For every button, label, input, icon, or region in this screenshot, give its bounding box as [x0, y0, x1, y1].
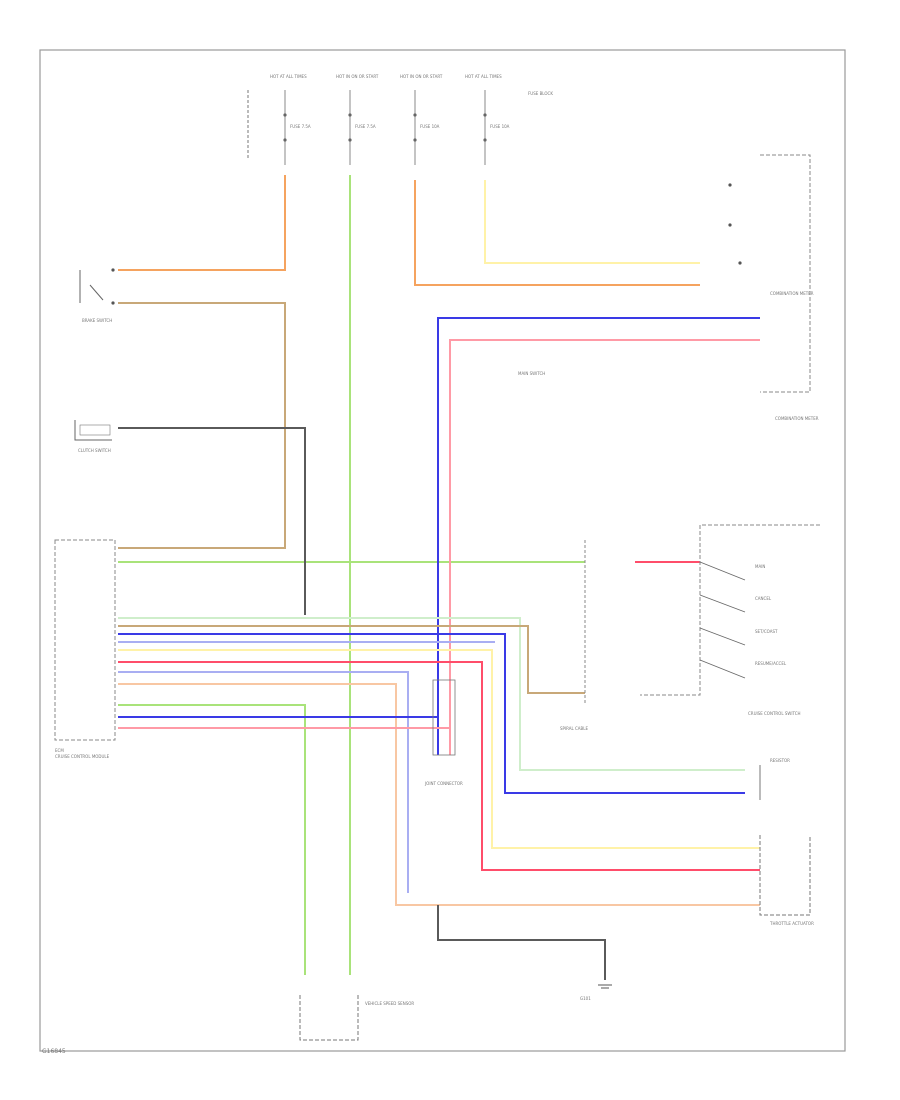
throttle-actuator: THROTTLE ACTUATOR — [759, 835, 814, 926]
svg-text:COMBINATION METER: COMBINATION METER — [775, 416, 819, 421]
svg-text:BRAKE SWITCH: BRAKE SWITCH — [82, 318, 112, 323]
svg-text:FUSE 10A: FUSE 10A — [490, 124, 510, 129]
svg-text:THROTTLE ACTUATOR: THROTTLE ACTUATOR — [769, 921, 814, 926]
fuse-4: FUSE 10A — [483, 90, 510, 165]
diagram-border — [39, 49, 846, 1052]
svg-text:MAIN: MAIN — [755, 564, 765, 569]
wire-ecm-peach — [118, 683, 760, 906]
svg-text:FUSE 10A: FUSE 10A — [420, 124, 440, 129]
wire-gray-clutch — [118, 427, 306, 615]
svg-text:CLUTCH SWITCH: CLUTCH SWITCH — [78, 448, 111, 453]
diagram-code: G16845 — [42, 1048, 66, 1055]
wire-orange-brake — [118, 175, 286, 271]
wire-ground — [437, 905, 606, 980]
wire-yellow-meter — [484, 180, 700, 264]
svg-text:RESUME/ACCEL: RESUME/ACCEL — [755, 661, 787, 666]
svg-text:ECM: ECM — [55, 748, 64, 753]
svg-text:FUSE 7.5A: FUSE 7.5A — [290, 124, 311, 129]
wire-ecm-lightgreen — [118, 617, 745, 771]
svg-text:FUSE 7.5A: FUSE 7.5A — [355, 124, 376, 129]
svg-text:COMBINATION METER: COMBINATION METER — [770, 291, 814, 296]
svg-text:SPIRAL CABLE: SPIRAL CABLE — [560, 726, 588, 731]
clutch-switch: CLUTCH SWITCH — [74, 420, 112, 453]
combination-meter: COMBINATION METER COMBINATION METER — [728, 154, 819, 421]
svg-text:CANCEL: CANCEL — [755, 596, 772, 601]
fuse-1: FUSE 7.5A — [283, 90, 311, 165]
wire-pink-meter — [449, 339, 760, 755]
svg-text:CRUISE CONTROL SWITCH: CRUISE CONTROL SWITCH — [748, 711, 801, 716]
wire-ecm-red — [118, 661, 760, 871]
fuse-block-label: FUSE BLOCK — [528, 91, 553, 96]
svg-text:SET/COAST: SET/COAST — [755, 629, 778, 634]
wire-orange-meter — [414, 180, 700, 286]
wire-ecm-tan — [118, 625, 585, 694]
fuse-2: FUSE 7.5A — [348, 90, 376, 165]
speed-sensor: VEHICLE SPEED SENSOR — [299, 995, 414, 1041]
wire-tan-brake-ecm — [118, 302, 286, 549]
svg-text:G101: G101 — [580, 996, 591, 1001]
fuse-3: FUSE 10A — [413, 90, 440, 165]
fuse-header-4: HOT AT ALL TIMES — [465, 74, 502, 79]
ground-symbol: G101 — [580, 984, 612, 1001]
joint-connector: JOINT CONNECTOR — [424, 679, 463, 786]
svg-text:RESISTOR: RESISTOR — [770, 758, 790, 763]
ecm-unit: ECM CRUISE CONTROL MODULE — [54, 539, 116, 759]
cruise-control-switch: MAIN CANCEL SET/COAST RESUME/ACCEL CRUIS… — [640, 524, 820, 716]
fuse-header-1: HOT AT ALL TIMES — [270, 74, 307, 79]
wire-ecm-yellow — [118, 649, 760, 849]
wire-blue-meter — [437, 317, 760, 755]
resistor: RESISTOR — [759, 758, 790, 800]
fuse-header-3: HOT IN ON OR START — [400, 74, 443, 79]
wire-ecm-lightblue-2 — [118, 671, 409, 893]
svg-text:VEHICLE SPEED SENSOR: VEHICLE SPEED SENSOR — [365, 1001, 414, 1006]
brake-switch: BRAKE SWITCH — [79, 268, 115, 323]
main-switch-label: MAIN SWITCH — [518, 371, 545, 376]
fuse-header-2: HOT IN ON OR START — [336, 74, 379, 79]
svg-text:CRUISE CONTROL MODULE: CRUISE CONTROL MODULE — [55, 754, 110, 759]
wire-ecm-green-speed — [118, 704, 306, 975]
svg-text:JOINT CONNECTOR: JOINT CONNECTOR — [424, 781, 463, 786]
wire-ecm-blue — [118, 633, 745, 794]
spiral-cable: SPIRAL CABLE — [560, 540, 588, 731]
